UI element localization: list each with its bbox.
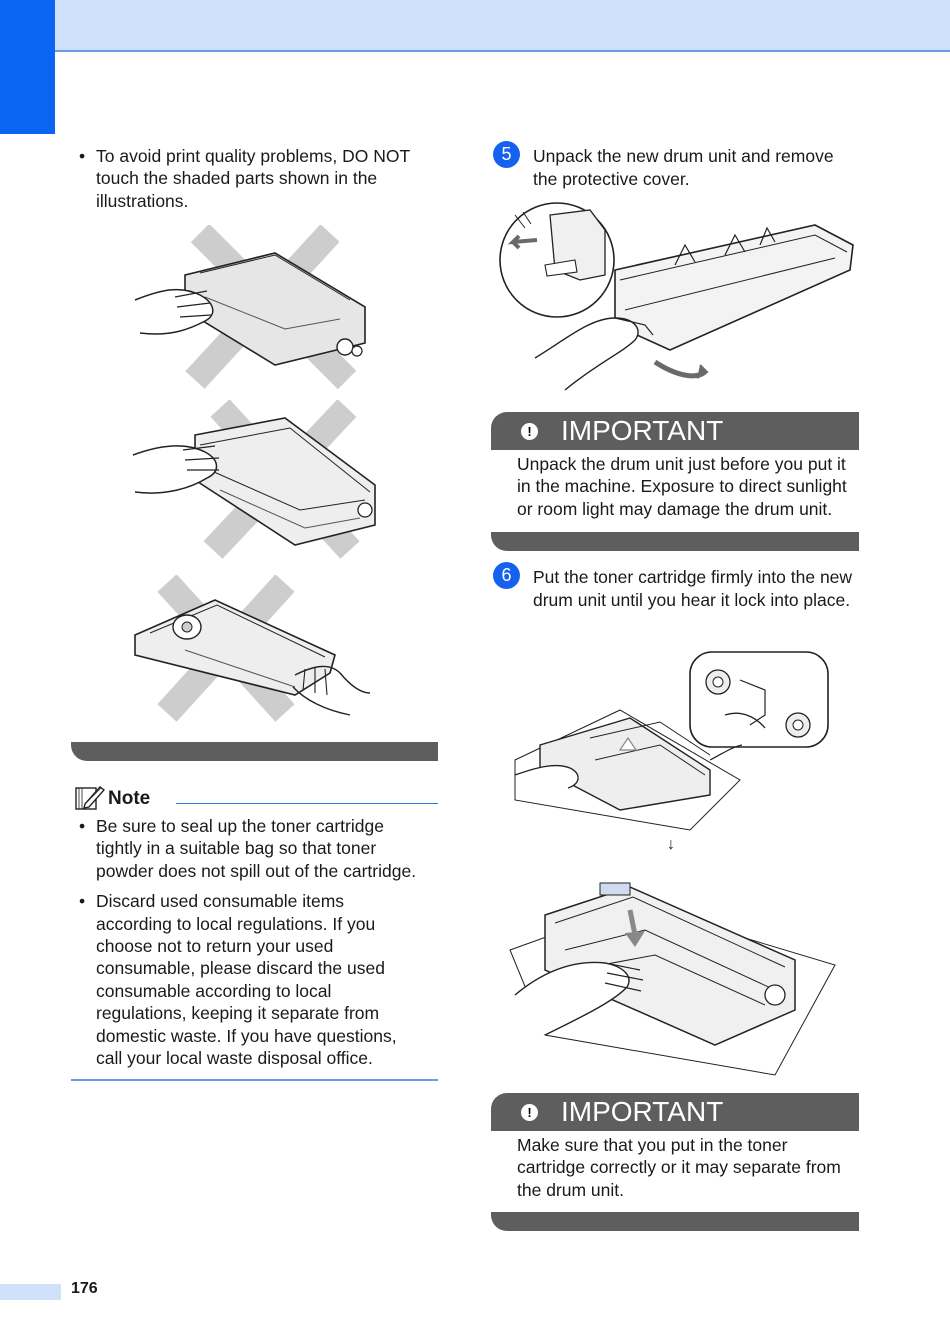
intro-line: illustrations. <box>96 190 189 211</box>
important-line: or room light may damage the drum unit. <box>517 498 833 519</box>
intro-line: touch the shaded parts shown in the <box>96 168 378 189</box>
step-line: Unpack the new drum unit and remove <box>533 146 834 166</box>
unpack-drum-illustration <box>499 202 854 391</box>
important-body: Unpack the drum unit just before you put… <box>517 453 862 520</box>
note-line: tightly in a suitable bag so that toner <box>96 838 377 859</box>
toner-cartridge-illustration <box>134 225 366 390</box>
important-line: the drum unit. <box>517 1179 624 1200</box>
note-rule-top <box>176 803 438 804</box>
list-item: • Discard used consumable items accordin… <box>79 890 441 1069</box>
note-line: regulations, keeping it separate from <box>96 1003 380 1024</box>
step-line: drum unit until you hear it lock into pl… <box>533 589 851 610</box>
important-title: IMPORTANT <box>561 1096 724 1127</box>
note-line: consumable, please discard the used <box>96 958 385 979</box>
note-title: Note <box>108 788 151 809</box>
important-line: Make sure that you put in the toner <box>517 1135 788 1155</box>
header-band <box>0 0 950 52</box>
step-6-text: Put the toner cartridge firmly into the … <box>533 566 868 611</box>
important-header: ! IMPORTANT <box>491 1093 859 1131</box>
insert-toner-illustration <box>514 651 829 831</box>
important-footer-bar <box>491 532 859 551</box>
important-line: cartridge correctly or it may separate f… <box>517 1157 841 1178</box>
list-item: • Be sure to seal up the toner cartridge… <box>79 815 441 882</box>
bullet-dot: • <box>79 816 86 836</box>
note-line: call your local waste disposal office. <box>96 1048 373 1069</box>
drum-roller-illustration <box>134 575 371 722</box>
step-line: Put the toner cartridge firmly into the … <box>533 567 853 587</box>
drum-unit-illustration <box>132 400 376 559</box>
note-line: domestic waste. If you have questions, <box>96 1025 397 1046</box>
note-rule-bottom <box>71 1079 438 1081</box>
section-end-bar <box>71 742 438 761</box>
important-line: Unpack the drum unit just before you put… <box>517 454 846 474</box>
note-pencil-icon <box>75 786 105 810</box>
note-line: powder does not spill out of the cartrid… <box>96 860 417 881</box>
note-line: choose not to return your used <box>96 936 334 957</box>
bullet-dot: • <box>79 146 86 166</box>
step-line: the protective cover. <box>533 168 690 189</box>
important-title: IMPORTANT <box>561 415 724 446</box>
intro-line: To avoid print quality problems, DO NOT <box>96 146 411 166</box>
step-number-badge: 6 <box>493 562 520 589</box>
bullet-dot: • <box>79 891 86 912</box>
important-header: ! IMPORTANT <box>491 412 859 450</box>
important-line: in the machine. Exposure to direct sunli… <box>517 476 847 497</box>
chapter-tab <box>0 0 55 134</box>
note-list: • Be sure to seal up the toner cartridge… <box>79 815 441 1077</box>
note-line: consumable according to local <box>96 980 332 1001</box>
intro-bullet: • To avoid print quality problems, DO NO… <box>79 145 446 212</box>
down-arrow-icon: ↓ <box>667 836 675 853</box>
warning-icon: ! <box>521 1104 538 1121</box>
step-5-text: Unpack the new drum unit and remove the … <box>533 145 863 190</box>
important-footer-bar <box>491 1212 859 1231</box>
step-number-badge: 5 <box>493 141 520 168</box>
page-number: 176 <box>71 1280 98 1297</box>
note-line: Be sure to seal up the toner cartridge <box>96 816 384 836</box>
press-toner-illustration <box>509 882 836 1076</box>
note-header: Note <box>71 782 438 810</box>
note-line: Discard used consumable items <box>96 891 345 912</box>
note-line: according to local regulations. If you <box>96 913 376 934</box>
important-body: Make sure that you put in the toner cart… <box>517 1134 862 1201</box>
footer-band <box>0 1284 61 1300</box>
warning-icon: ! <box>521 423 538 440</box>
